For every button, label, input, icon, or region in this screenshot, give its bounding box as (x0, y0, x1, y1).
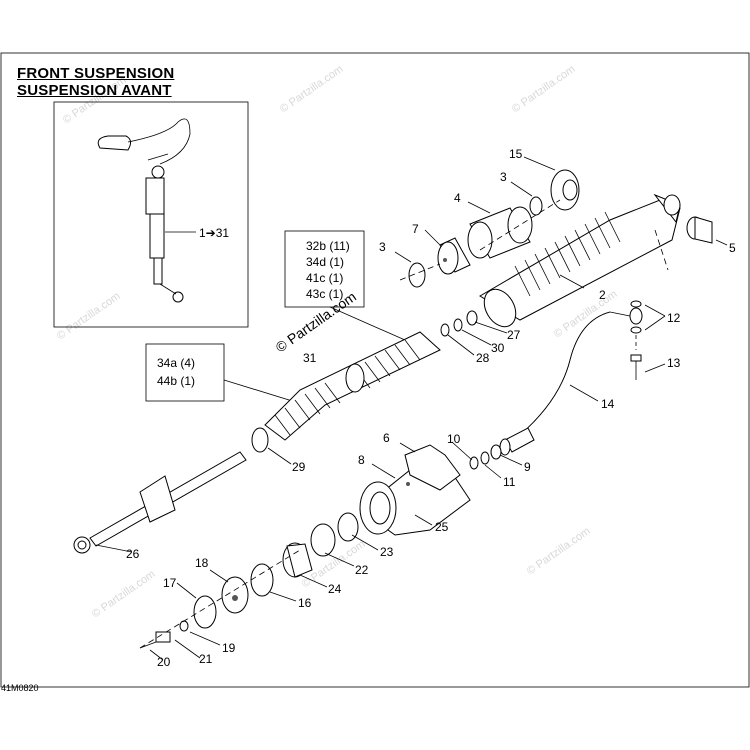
washer (179, 620, 189, 632)
leader-lines (95, 156, 728, 661)
sleeve (467, 206, 533, 259)
callout-24: 24 (328, 582, 342, 596)
callout-20: 20 (157, 655, 171, 669)
reservoir (359, 444, 471, 536)
o-ring (529, 196, 543, 216)
drawing-border (0, 52, 750, 688)
shaft (73, 451, 247, 554)
kit-box-b (145, 343, 225, 402)
hose (499, 307, 643, 456)
inset-box (53, 101, 249, 328)
callout-7: 7 (412, 222, 419, 236)
callout-28: 28 (476, 351, 490, 365)
callout-2: 2 (599, 288, 606, 302)
callout-9: 9 (524, 460, 531, 474)
callout-3: 3 (500, 170, 507, 184)
kit-box-b-line: 34a (4) (157, 356, 195, 370)
spacer-washers (440, 310, 478, 337)
banjo-washers (630, 300, 642, 334)
inset-shock-illustration (97, 118, 196, 303)
callout-12: 12 (667, 311, 681, 325)
watermark-group: © Partzilla.com © Partzilla.com © Partzi… (55, 63, 620, 620)
callout-29: 29 (292, 460, 306, 474)
callout-3: 3 (379, 240, 386, 254)
callout-23: 23 (380, 545, 394, 559)
top-cap (550, 169, 580, 211)
callout-11: 11 (503, 475, 516, 489)
seal-ring (337, 512, 359, 542)
floating-piston (282, 542, 313, 578)
shock-body (479, 193, 681, 328)
callout-14: 14 (601, 397, 615, 411)
kit-box-b-line: 44b (1) (157, 374, 195, 388)
callout-25: 25 (435, 520, 449, 534)
seal-ring (310, 523, 336, 557)
title-french: SUSPENSION AVANT (17, 82, 172, 99)
kit-box-a-line: 32b (11) (306, 239, 350, 253)
callout-4: 4 (454, 191, 461, 205)
watermark: © Partzilla.com (510, 63, 578, 115)
watermark: © Partzilla.com (55, 290, 123, 342)
callout-8: 8 (358, 453, 365, 467)
title-english: FRONT SUSPENSION (17, 65, 175, 82)
kit-box-a-line: 43c (1) (306, 287, 343, 301)
callout-21: 21 (199, 652, 213, 666)
callout-13: 13 (667, 356, 681, 370)
valve-nut (139, 631, 171, 649)
kit-box-a-line: 34d (1) (306, 255, 344, 269)
drawing-number: 41M0820 (1, 683, 39, 693)
callout-labels: 2 3 3 4 5 6 7 8 9 10 11 12 13 14 15 16 1… (126, 147, 736, 669)
callout-10: 10 (447, 432, 461, 446)
kit-box-a-line: 41c (1) (306, 271, 343, 285)
kit-box-a (284, 230, 365, 308)
inset-label: 1➔31 (199, 226, 229, 240)
callout-17: 17 (163, 576, 177, 590)
watermark: © Partzilla.com (278, 63, 346, 115)
banjo-bolt (630, 354, 642, 380)
callout-6: 6 (383, 431, 390, 445)
callout-31: 31 (303, 351, 317, 365)
callout-16: 16 (298, 596, 312, 610)
spring-stack (264, 331, 441, 441)
callout-27: 27 (507, 328, 521, 342)
callout-19: 19 (222, 641, 236, 655)
o-ring (408, 262, 426, 288)
callout-5: 5 (729, 241, 736, 255)
watermark: © Partzilla.com (525, 525, 593, 577)
watermark: © Partzilla.com (90, 568, 158, 620)
washer (251, 427, 269, 453)
callout-18: 18 (195, 556, 209, 570)
piston (437, 237, 471, 275)
o-ring (193, 595, 217, 629)
callout-15: 15 (509, 147, 523, 161)
small-washers (469, 444, 502, 470)
bushing (686, 216, 713, 244)
end-cap (221, 576, 249, 614)
center-lines (139, 199, 561, 649)
callout-22: 22 (355, 563, 369, 577)
callout-30: 30 (491, 341, 505, 355)
callout-26: 26 (126, 547, 140, 561)
